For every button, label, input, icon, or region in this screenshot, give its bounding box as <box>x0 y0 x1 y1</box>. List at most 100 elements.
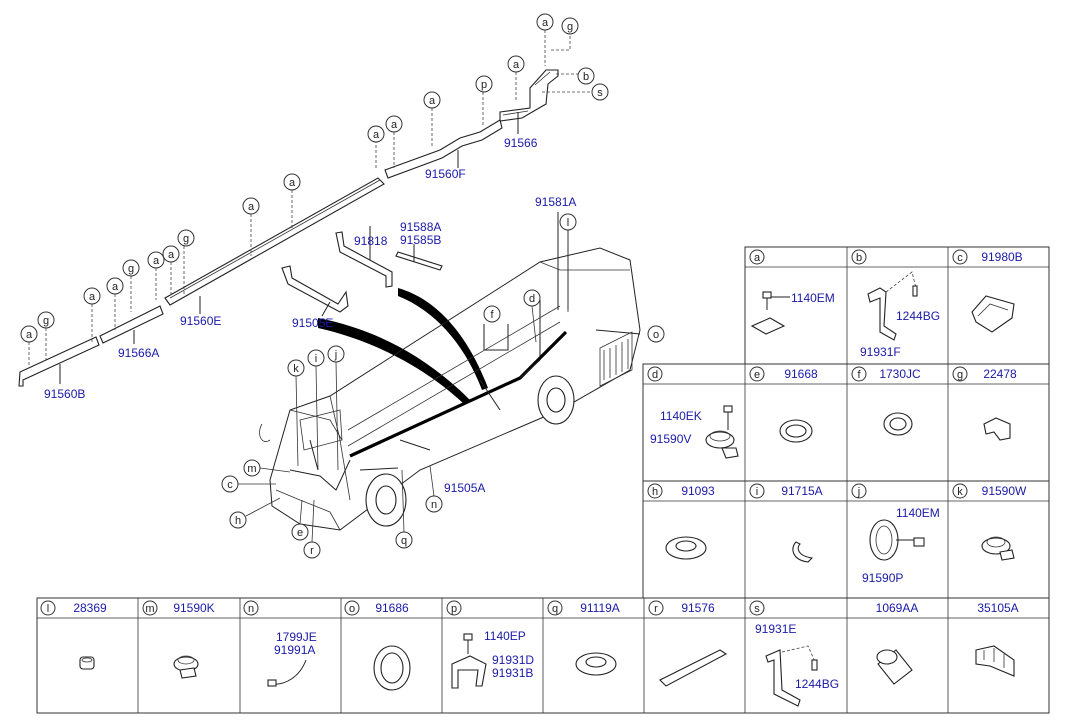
svg-text:91931F: 91931F <box>860 345 901 359</box>
callout-a-8: a <box>162 245 180 263</box>
leader-lines <box>28 30 641 384</box>
callout-g-3: g <box>122 259 140 277</box>
bracket-91818 <box>335 231 393 288</box>
svg-text:o: o <box>349 603 355 615</box>
callout-k: k <box>287 359 305 377</box>
svg-text:1140EM: 1140EM <box>791 291 835 305</box>
table-part-91093: 91093 <box>681 484 715 498</box>
clamp-icon <box>705 405 739 459</box>
svg-text:g: g <box>957 369 963 381</box>
rail-91560E <box>164 177 385 306</box>
svg-text:l: l <box>567 217 569 229</box>
svg-text:l: l <box>47 603 49 615</box>
svg-text:1244BG: 1244BG <box>795 677 839 691</box>
svg-text:a: a <box>289 177 296 189</box>
svg-text:1140EM: 1140EM <box>896 506 940 520</box>
svg-text:d: d <box>652 369 658 381</box>
table-part-91590W: 91590W <box>982 484 1027 498</box>
table-part-1730JC: 1730JC <box>879 367 921 381</box>
label-91566A: 91566A <box>118 346 159 360</box>
svg-text:s: s <box>754 603 760 615</box>
callout-a-7: a <box>242 197 260 215</box>
callout-i: i <box>307 349 325 367</box>
callout-a-9: a <box>147 251 165 269</box>
rail-91566A <box>99 305 164 344</box>
label-91566: 91566 <box>504 136 538 150</box>
table-part-35105A: 35105A <box>977 601 1018 615</box>
label-91581A: 91581A <box>535 195 576 209</box>
table-part-91686: 91686 <box>375 601 409 615</box>
bracket-bolt-icon <box>451 633 487 689</box>
svg-text:j: j <box>334 349 337 361</box>
svg-text:p: p <box>451 603 457 615</box>
clamp-k-icon <box>981 536 1015 561</box>
svg-text:n: n <box>248 603 254 615</box>
svg-text:d: d <box>529 293 535 305</box>
table-part-91119A: 91119A <box>580 601 620 615</box>
svg-text:s: s <box>597 87 603 99</box>
svg-text:a: a <box>373 129 380 141</box>
svg-text:b: b <box>856 252 862 264</box>
callout-h: h <box>229 511 247 529</box>
table-part-91715A: 91715A <box>781 484 822 498</box>
callout-a-3: a <box>423 91 441 109</box>
svg-text:b: b <box>583 71 589 83</box>
svg-text:r: r <box>654 603 658 615</box>
svg-text:91931B: 91931B <box>492 666 533 680</box>
svg-text:c: c <box>227 479 233 491</box>
label-91560B: 91560B <box>44 387 85 401</box>
callout-s: s <box>591 83 609 101</box>
clip-icon <box>983 417 1011 441</box>
svg-text:q: q <box>552 603 558 615</box>
callout-a-11: a <box>83 287 101 305</box>
plug-q-icon <box>575 652 617 676</box>
callout-g-4: g <box>37 311 55 329</box>
callout-r: r <box>303 541 321 559</box>
clamp-bolt-icon <box>869 519 925 561</box>
svg-text:e: e <box>297 527 303 539</box>
svg-text:a: a <box>542 17 549 29</box>
callout-j: j <box>327 345 345 363</box>
callout-p: p <box>475 75 493 93</box>
label-91560F: 91560F <box>425 167 466 181</box>
svg-text:a: a <box>429 95 436 107</box>
arrow-swoosh-2 <box>398 288 488 390</box>
callout-q: q <box>395 531 413 549</box>
rail-91566 <box>499 69 559 122</box>
svg-text:o: o <box>653 329 659 341</box>
svg-text:91931E: 91931E <box>755 622 796 636</box>
main-part-labels: 91566 91560F 91818 91588A 91585B 91581A … <box>44 136 576 495</box>
svg-text:n: n <box>431 499 437 511</box>
label-91585B: 91585B <box>400 233 441 247</box>
callout-a-2: a <box>507 55 525 73</box>
svg-text:g: g <box>43 315 49 327</box>
svg-text:91931D: 91931D <box>492 653 534 667</box>
bus-body <box>259 247 641 531</box>
table-headers: a b c 91980B d e 91668 f 1730JC g 22478 … <box>40 249 1027 616</box>
ring-icon <box>883 412 913 436</box>
fitting-icon <box>79 656 95 670</box>
callout-a-4: a <box>385 115 403 133</box>
svg-text:q: q <box>401 535 407 547</box>
bracket-91505E <box>281 265 349 313</box>
svg-text:g: g <box>128 263 134 275</box>
svg-text:a: a <box>153 255 160 267</box>
cover-icon <box>971 295 1015 333</box>
svg-text:a: a <box>112 281 119 293</box>
bracket-s-icon <box>765 645 818 707</box>
callout-a-10: a <box>106 277 124 295</box>
svg-text:a: a <box>26 329 33 341</box>
svg-text:a: a <box>391 119 398 131</box>
bar-icon <box>659 649 728 687</box>
bracket-icon <box>867 271 918 341</box>
plug-icon <box>665 536 707 560</box>
svg-text:91590P: 91590P <box>862 571 903 585</box>
rail-91560B <box>18 336 100 387</box>
svg-text:i: i <box>315 353 317 365</box>
svg-text:e: e <box>754 369 760 381</box>
label-91505E: 91505E <box>292 316 333 330</box>
arrow-swoosh-1 <box>318 318 470 404</box>
callout-d: d <box>523 289 541 307</box>
svg-text:p: p <box>481 79 487 91</box>
